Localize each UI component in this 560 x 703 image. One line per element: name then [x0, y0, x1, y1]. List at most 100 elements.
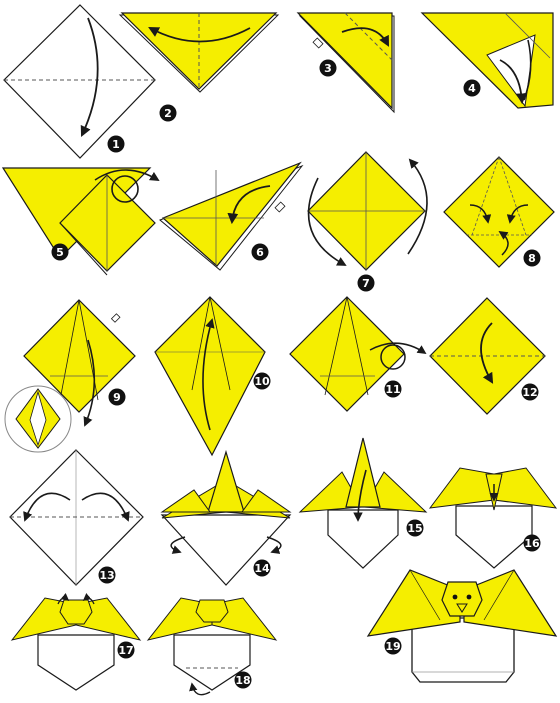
- step-17-figure: [10, 593, 142, 691]
- step-badge-3: 3: [319, 59, 337, 77]
- step-badge-1: 1: [107, 135, 125, 153]
- step-badge-13: 13: [98, 566, 116, 584]
- step-badge-circle: [384, 380, 402, 398]
- step-badge-circle: [357, 274, 375, 292]
- paper-body: [160, 514, 292, 586]
- step-number: 16: [524, 537, 540, 550]
- step-badge-circle: [463, 79, 481, 97]
- rotate-arrow: [307, 177, 347, 266]
- paper-body: [37, 634, 115, 691]
- paper-square: [23, 299, 136, 413]
- fold-arrow: [148, 26, 251, 43]
- fold-arrow: [82, 593, 95, 605]
- step-number: 1: [112, 138, 120, 151]
- step-badge-circle: [108, 388, 126, 406]
- step-badge-circle: [253, 559, 271, 577]
- head-peak: [345, 437, 381, 508]
- step-15-figure: [298, 437, 428, 569]
- step-badge-circle: [98, 566, 116, 584]
- step-10-figure: [154, 296, 266, 457]
- rotate-arrow: [407, 158, 428, 255]
- step-14-figure: [160, 449, 292, 586]
- step-badge-8: 8: [523, 249, 541, 267]
- step-number: 3: [324, 62, 332, 75]
- fold-arrow: [80, 17, 99, 137]
- turn-over-loop: [111, 175, 139, 203]
- step-number: 2: [164, 107, 172, 120]
- step-badge-circle: [117, 641, 135, 659]
- crease-line: [498, 156, 527, 236]
- turn-over-arrow: [369, 342, 427, 354]
- fold-arrow: [480, 322, 494, 384]
- paper-body: [173, 634, 251, 691]
- paper-square: [3, 4, 156, 159]
- fold-arrow: [506, 204, 529, 224]
- paper-square: [9, 449, 144, 586]
- step-number: 6: [256, 246, 264, 259]
- step-number: 19: [385, 640, 400, 653]
- step-badge-circle: [319, 59, 337, 77]
- fold-arrow: [523, 39, 532, 101]
- head-peak: [207, 449, 245, 513]
- detail-inner: [29, 390, 47, 447]
- fold-arrow: [498, 231, 509, 256]
- step-badge-7: 7: [357, 274, 375, 292]
- paper-square: [443, 156, 555, 268]
- step-number: 17: [118, 644, 133, 657]
- step-1-figure: [3, 4, 156, 159]
- step-number: 9: [113, 391, 121, 404]
- crease-line: [504, 12, 551, 59]
- tab-mark: [274, 201, 286, 213]
- fold-arrow: [341, 27, 389, 47]
- paper-body: [327, 509, 399, 569]
- step-badge-circle: [159, 104, 177, 122]
- fold-arrow: [83, 339, 96, 427]
- fold-arrow: [202, 318, 215, 431]
- step-number: 10: [254, 375, 270, 388]
- paper-edge: [346, 296, 369, 396]
- step-number: 4: [468, 82, 476, 95]
- paper-edge: [409, 569, 441, 621]
- fold-arrow: [81, 492, 130, 522]
- paper-front: [296, 12, 393, 110]
- step-badge-19: 19: [384, 637, 402, 655]
- step-number: 14: [254, 562, 270, 575]
- step-badge-circle: [384, 637, 402, 655]
- paper-edge: [59, 222, 108, 276]
- step-2-figure: [118, 12, 280, 93]
- step-badge-6: 6: [251, 243, 269, 261]
- wing-right: [493, 467, 558, 509]
- step-badge-circle: [523, 534, 541, 552]
- step-16-figure: [428, 467, 558, 569]
- paper-body: [455, 505, 533, 569]
- step-8-figure: [443, 156, 555, 268]
- step-badge-18: 18: [234, 671, 252, 689]
- paper-edge: [59, 299, 80, 401]
- fold-arrow: [353, 469, 367, 522]
- turn-over-arrow: [94, 169, 160, 181]
- tab-mark: [312, 37, 324, 49]
- step-badge-circle: [253, 372, 271, 390]
- step-number: 15: [407, 522, 422, 535]
- step-13-figure: [9, 449, 144, 586]
- step-badge-9: 9: [108, 388, 126, 406]
- step-19-figure: [366, 569, 558, 683]
- step-badge-16: 16: [523, 534, 541, 552]
- head-block: [195, 599, 229, 623]
- step-badge-4: 4: [463, 79, 481, 97]
- paper-kite: [154, 296, 266, 457]
- paper-square: [289, 296, 405, 412]
- fold-arrow: [23, 492, 71, 522]
- step-number: 12: [522, 386, 537, 399]
- fold-arrow: [499, 59, 527, 105]
- wing-right-upper: [241, 489, 292, 513]
- turn-over-loop: [380, 344, 406, 370]
- step-6-figure: [159, 161, 304, 271]
- step-number: 7: [362, 277, 370, 290]
- tab-mark: [110, 313, 121, 323]
- step-3-figure: [296, 12, 395, 114]
- step-badge-circle: [107, 135, 125, 153]
- step-11-figure: [289, 296, 427, 412]
